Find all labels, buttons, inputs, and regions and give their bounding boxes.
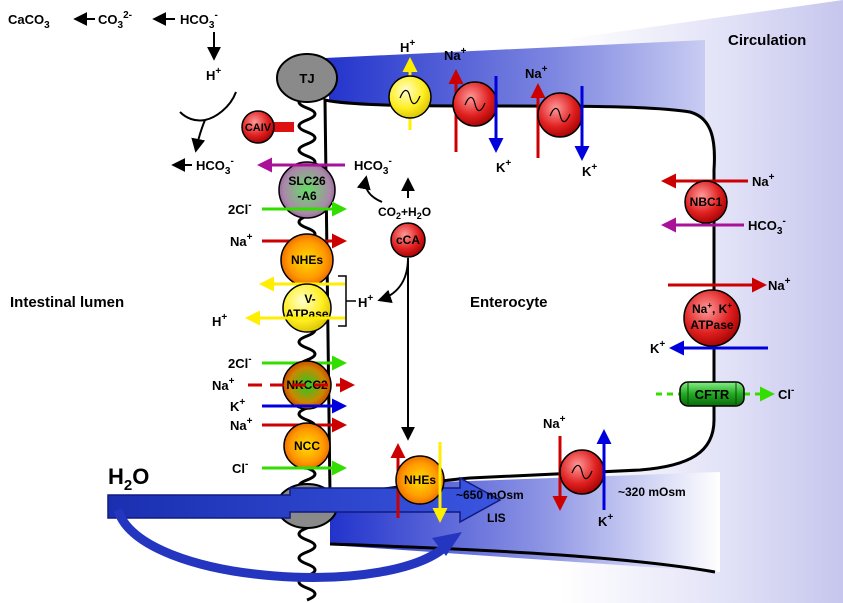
hco3-lumen-label: HCO3- [196,156,234,177]
tj-label: TJ [299,71,314,86]
nkcc-cl-label: 2Cl- [228,354,252,371]
nbc1-na-label: Na+ [752,172,775,189]
ncc-na-label: Na+ [230,416,253,433]
v-atpase [282,283,332,333]
slc26a6-label-2: -A6 [297,189,317,203]
h-cell-label: H+ [358,293,373,310]
nbc1-cotransporter [684,180,728,224]
wave-icon [549,107,571,123]
tight-junction-top [276,53,338,103]
wave-icon [464,96,486,112]
caiv-anchor [272,122,294,132]
caco3-label: CaCO3 [8,12,50,31]
cca-label: cCA [396,233,420,247]
top-na-label-1: Na+ [444,46,467,63]
nbc1-hco3-label: HCO3- [748,216,786,237]
intestinal-lumen-label: Intestinal lumen [10,294,124,311]
naka-label-2: ATPase [690,318,733,332]
circulation-label: Circulation [728,32,806,49]
na-k-atpase [683,289,741,347]
curved-arrow-caiv-2 [179,111,206,122]
lis-na-label: Na+ [543,414,566,431]
slc26a6-label-1: SLC26 [288,174,326,188]
nhes-na-label: Na+ [230,232,253,249]
lis-k-label: K+ [598,512,613,529]
nbc1-label: NBC1 [690,195,723,209]
curved-arrow-cca-hco3 [356,175,383,203]
water-recirculation-arrow [113,508,454,582]
ncc-cl-label: Cl- [232,459,248,476]
slc26a6-exchanger [278,161,336,219]
osm-320-label: ~320 mOsm [618,485,686,499]
wave-icon [571,464,593,480]
naka-na-label: Na+ [768,276,791,293]
slc26-cl-label: 2Cl- [228,200,252,217]
nkcc-na-label: Na+ [212,376,235,393]
hco3-cell-label: HCO3- [354,156,392,177]
osm-650-label: ~650 mOsm [456,488,524,502]
curved-arrow-caiv [204,91,237,121]
wave-icon [399,89,421,105]
top-na-label-2: Na+ [525,64,548,81]
nkcc-k-label: K+ [230,397,245,414]
naka-k-label: K+ [650,339,665,356]
cca-enzyme [390,222,426,258]
h2o-label: H2O [108,464,149,494]
nhes-lis-label: NHEs [404,473,436,487]
lis-label: LIS [487,511,506,525]
water-recirculation-head [432,532,462,556]
top-k-label-2: K+ [582,162,597,179]
nhes-apical-label: NHEs [291,253,323,267]
hco3-top-label: HCO3- [180,10,218,31]
ncc-label: NCC [294,439,320,453]
caiv-enzyme [241,110,275,144]
co2-h2o-label: CO2+H2O [378,205,431,221]
caiv-label: CAIV [245,122,272,134]
naka-label-1: Na+, K+ [692,301,732,316]
nkcc2-label: NKCC2 [286,378,328,392]
top-h-label: H+ [400,38,415,55]
cftr-label: CFTR [695,387,730,402]
co3-label: CO32- [98,10,132,31]
h-top-label: H+ [206,66,221,83]
cftr-cl-label: Cl- [778,385,794,402]
v-atpase-label-1: V- [304,292,315,306]
top-k-label-1: K+ [496,158,511,175]
nhes-lis [395,455,445,505]
enterocyte-label: Enterocyte [470,294,548,311]
h-lumen-label: H+ [212,312,227,329]
cftr-channel [679,381,745,407]
lis-bottom-membrane [329,542,716,574]
h-bracket [338,275,356,327]
curved-arrow-caiv-3 [191,119,206,153]
